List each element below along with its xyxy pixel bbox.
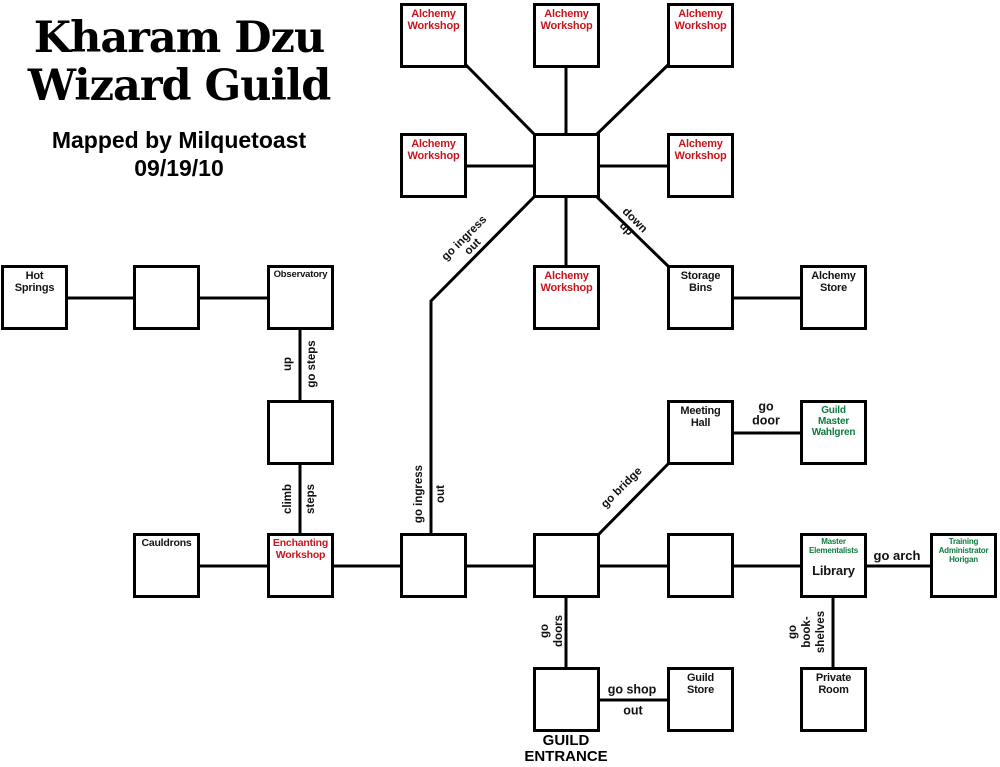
room-label: Private	[815, 672, 852, 684]
connection-line	[594, 62, 671, 137]
title-block: Kharam Dzu Wizard Guild Mapped by Milque…	[5, 14, 353, 183]
room-label: Guild	[686, 672, 715, 684]
room-label: Cauldrons	[141, 537, 192, 549]
room-label: Library	[812, 562, 855, 578]
room-label: Workshop	[540, 20, 593, 33]
room-label: Training	[948, 537, 979, 546]
guild-entrance-caption-line2: ENTRANCE	[524, 748, 608, 766]
room-label: Springs	[14, 282, 55, 295]
edge-label-go-ingress: go ingress	[412, 464, 425, 524]
room-label: Alchemy	[678, 8, 723, 20]
room-label: Alchemy	[678, 138, 723, 150]
room-guild-entrance	[533, 667, 600, 732]
room-label: Alchemy	[411, 138, 456, 150]
room-label: Meeting	[680, 405, 721, 417]
room-label: Workshop	[275, 548, 326, 561]
room-corridor-a	[400, 533, 467, 598]
edge-label-doors: doors	[552, 615, 565, 647]
room-observatory: Observatory	[267, 265, 334, 330]
edge-label-go-arch: go arch	[873, 547, 921, 563]
room-label: Hot	[25, 270, 44, 282]
edge-label-out: out	[623, 703, 643, 718]
room-label: Administrator	[938, 545, 989, 555]
room-label: Enchanting	[272, 537, 329, 549]
guild-entrance-caption-line1: GUILD	[542, 732, 590, 749]
edge-label-shelves: shelves	[814, 610, 827, 654]
room-cauldrons: Cauldrons	[133, 533, 200, 598]
connection-line	[594, 194, 671, 269]
room-label: Wahlgren	[811, 427, 856, 438]
guild-title-line1: Kharam Dzu	[33, 13, 325, 63]
edge-label-book: book-	[800, 616, 813, 648]
room-corridor-c	[667, 533, 734, 598]
guild-entrance-caption: GUILD ENTRANCE	[524, 732, 608, 766]
edge-label-go-shop: go shop	[607, 682, 657, 697]
room-label: Elementalists	[809, 545, 858, 555]
room-label: Workshop	[407, 150, 460, 163]
edge-label-steps: steps	[304, 483, 317, 515]
room-label: Alchemy	[811, 270, 856, 282]
edge-label-go: go	[786, 624, 799, 640]
guild-title: Kharam Dzu Wizard Guild	[5, 14, 353, 110]
room-label: Hall	[690, 417, 711, 430]
connection-line	[463, 62, 537, 137]
room-label: Master	[817, 416, 850, 427]
room-label: Store	[819, 282, 848, 295]
map-date: 09/19/10	[134, 155, 224, 182]
room-label: Master	[821, 537, 846, 546]
connection-line	[429, 194, 537, 303]
room-label: Workshop	[540, 282, 593, 295]
room-label: Observatory	[273, 269, 328, 280]
room-corridor-b	[533, 533, 600, 598]
connection-line	[596, 461, 671, 537]
room-label: Alchemy	[411, 8, 456, 20]
map-credit: Mapped by Milquetoast	[51, 127, 307, 154]
room-label: Workshop	[674, 150, 727, 163]
edge-label-go: go	[538, 623, 551, 639]
room-corridor-west	[133, 265, 200, 330]
edge-label-go-steps: go steps	[305, 340, 318, 388]
room-label: Bins	[688, 282, 713, 295]
edge-label-up: up	[281, 356, 294, 372]
guild-title-line2: Wizard Guild	[27, 61, 332, 112]
room-label: Room	[818, 684, 849, 697]
room-label: Horigan	[949, 554, 978, 564]
room-label: Storage	[680, 270, 721, 282]
room-central-hub	[533, 133, 600, 198]
room-label: Workshop	[407, 20, 460, 33]
room-label: Alchemy	[544, 270, 589, 282]
room-label: Guild	[821, 405, 846, 416]
room-label: Alchemy	[544, 8, 589, 20]
room-label: Workshop	[674, 20, 727, 33]
edge-label-out: out	[434, 485, 447, 503]
room-stair-landing	[267, 400, 334, 465]
room-label: Store	[686, 684, 715, 697]
edge-label-climb: climb	[281, 483, 294, 515]
